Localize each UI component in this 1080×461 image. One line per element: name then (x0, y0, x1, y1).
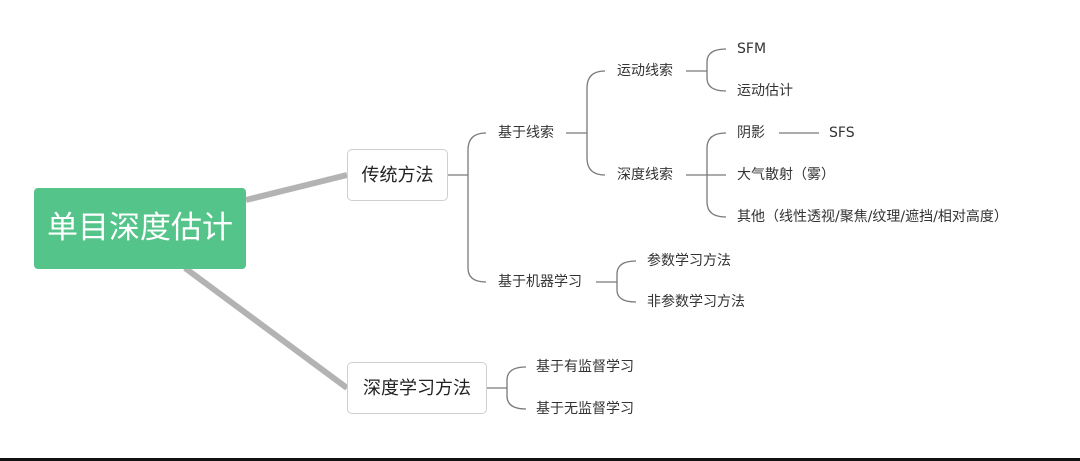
node-motion-cue[interactable]: 运动线索 (617, 63, 673, 79)
node-nonparametric[interactable]: 非参数学习方法 (647, 294, 745, 310)
branch-root-traditional (245, 172, 348, 203)
node-supervised[interactable]: 基于有监督学习 (536, 359, 634, 375)
node-shadow[interactable]: 阴影 (737, 125, 765, 141)
node-motion-estimation[interactable]: 运动估计 (737, 83, 793, 99)
node-traditional[interactable]: 传统方法 (347, 149, 448, 201)
bottom-border (0, 458, 1080, 461)
node-parametric[interactable]: 参数学习方法 (647, 253, 731, 269)
node-deep-learning[interactable]: 深度学习方法 (347, 362, 487, 414)
root-node[interactable]: 单目深度估计 (34, 188, 246, 269)
node-unsupervised[interactable]: 基于无监督学习 (536, 401, 634, 417)
link-motion-fork (706, 48, 727, 92)
link-ml-fork (616, 260, 637, 303)
node-sfm[interactable]: SFM (737, 41, 767, 57)
link-deep-fork (506, 366, 527, 410)
link-depth-fork (706, 132, 727, 218)
node-atmospheric-scattering[interactable]: 大气散射（雾） (737, 167, 835, 183)
node-cue-based[interactable]: 基于线索 (498, 125, 554, 141)
link-cue-fork (586, 70, 606, 176)
node-depth-cue[interactable]: 深度线索 (617, 167, 673, 183)
node-other-cues[interactable]: 其他（线性透视/聚焦/纹理/遮挡/相对高度） (737, 209, 1008, 225)
node-ml-based[interactable]: 基于机器学习 (498, 274, 582, 290)
link-traditional-fork (467, 132, 487, 283)
node-sfs[interactable]: SFS (829, 125, 855, 141)
branch-root-deep (183, 265, 349, 391)
